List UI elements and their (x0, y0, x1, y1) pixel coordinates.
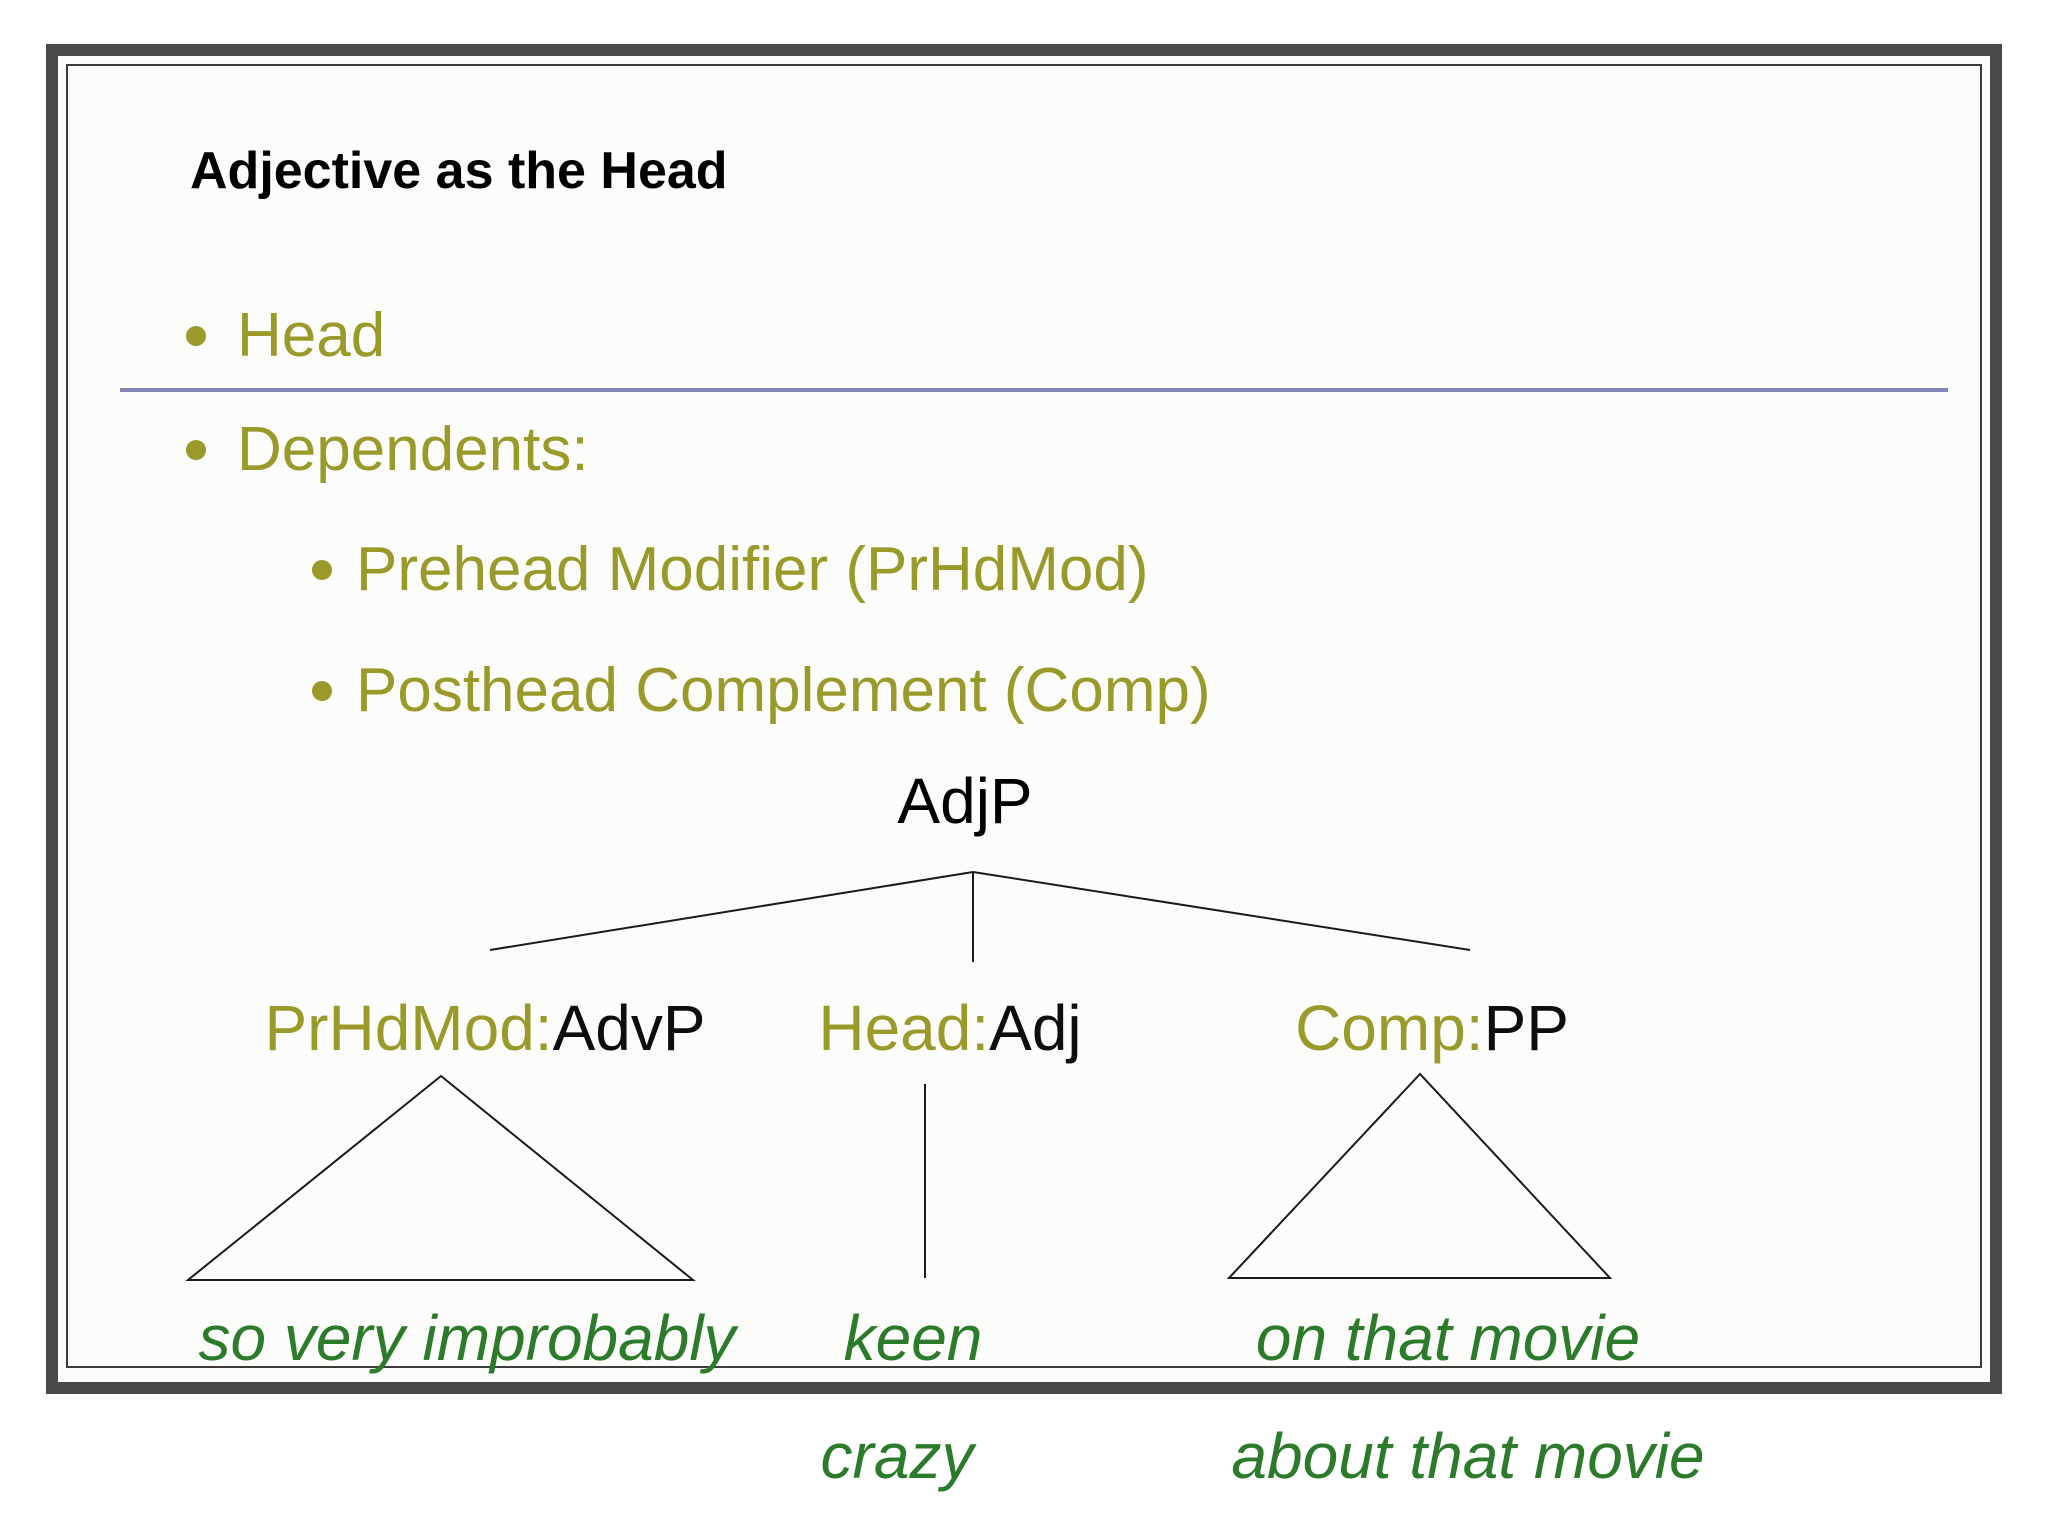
tree-node-head-adj: Head:Adj (750, 993, 1150, 1063)
bullet-dependents-label: Dependents: (237, 415, 589, 484)
bullet-head-label: Head (237, 301, 386, 370)
leaf-on-that-movie: on that movie (1255, 1302, 1641, 1374)
horizontal-divider (120, 388, 1948, 392)
tree-node-prhdmod-advp: PrHdMod:AdvP (235, 993, 735, 1063)
bullet-item-head: Head (186, 300, 385, 371)
node-role-head: Head: (818, 992, 990, 1064)
node-cat-adj: Adj (989, 992, 1082, 1064)
bullet-item-prehead-modifier: Prehead Modifier (PrHdMod) (312, 534, 1149, 605)
slide-title: Adjective as the Head (190, 142, 728, 200)
tree-node-adjp: AdjP (897, 765, 1033, 837)
leaf-so-very-improbably: so very improbably (198, 1302, 736, 1374)
node-role-prhdmod: PrHdMod: (264, 992, 553, 1064)
leaf-alt-about-that-movie: about that movie (1231, 1420, 1705, 1492)
bullet-item-dependents: Dependents: (186, 414, 589, 485)
node-cat-pp: PP (1483, 992, 1569, 1064)
bullet-prehead-label: Prehead Modifier (PrHdMod) (356, 535, 1149, 604)
bullet-dot-icon (186, 439, 206, 460)
tree-node-comp-pp: Comp:PP (1232, 993, 1632, 1063)
bullet-posthead-label: Posthead Complement (Comp) (356, 656, 1211, 725)
leaf-keen: keen (843, 1302, 983, 1374)
node-role-comp: Comp: (1295, 992, 1484, 1064)
bullet-dot-icon (312, 680, 332, 701)
bullet-item-posthead-complement: Posthead Complement (Comp) (312, 655, 1211, 726)
slide-inner-frame (66, 64, 1982, 1368)
bullet-dot-icon (186, 325, 206, 346)
leaf-alt-crazy: crazy (820, 1420, 974, 1492)
bullet-dot-icon (312, 559, 332, 580)
node-cat-advp: AdvP (552, 992, 706, 1064)
